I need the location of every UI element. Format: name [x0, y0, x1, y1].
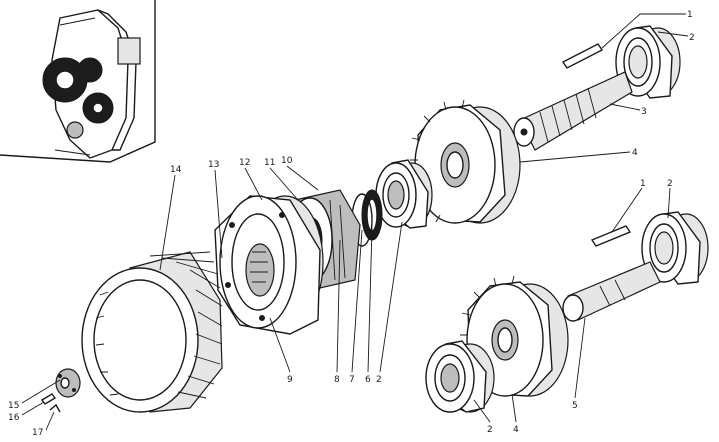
- roller-bearing-2-middle: [375, 159, 433, 229]
- callout-1-upper: 1: [687, 10, 693, 20]
- callout-17: 17: [32, 428, 43, 438]
- callout-9: 9: [287, 375, 293, 385]
- callout-4-upper: 4: [632, 148, 638, 158]
- flange-13: [214, 195, 324, 335]
- bolt-16: [40, 393, 57, 405]
- upper-shaft-assembly: [40, 25, 681, 413]
- callout-16: 16: [8, 413, 20, 423]
- callout-2-right: 2: [667, 179, 673, 189]
- roller-bearing-2-lower: [425, 340, 495, 413]
- splined-shaft-3: [513, 71, 633, 151]
- callout-8: 8: [334, 375, 340, 385]
- roller-bearing-2-upper: [615, 25, 681, 99]
- inset-frame: [0, 0, 156, 163]
- gearbox-housing-inset: [0, 0, 156, 163]
- spur-gear-4-upper: [410, 99, 521, 224]
- brake-drum-14: [81, 251, 223, 413]
- seal-rings-6-7: [351, 189, 383, 247]
- roller-bearing-2-right: [641, 211, 709, 285]
- callout-12: 12: [239, 158, 250, 168]
- key-1-lower: [590, 225, 632, 247]
- callout-2-lower: 2: [487, 425, 493, 435]
- callout-14: 14: [170, 165, 182, 175]
- callout-15: 15: [8, 401, 19, 411]
- callout-1-lower: 1: [640, 179, 646, 189]
- key-1-upper: [561, 43, 604, 69]
- callout-7: 7: [349, 375, 355, 385]
- callout-2-upper: 2: [689, 33, 695, 43]
- callout-3: 3: [641, 107, 647, 117]
- callout-5: 5: [572, 401, 578, 411]
- callout-6: 6: [365, 375, 371, 385]
- lower-shaft-assembly: [425, 211, 709, 413]
- callout-numbers: 1 2 3 4 1 2 14 13 12 11 10 9 8 7 6 2 2 4…: [8, 10, 695, 438]
- callout-11: 11: [264, 158, 275, 168]
- leader-lines: [21, 13, 689, 431]
- callout-13: 13: [208, 160, 219, 170]
- shaft-5: [562, 261, 661, 322]
- washer-17: [49, 403, 61, 413]
- callout-2-middle: 2: [376, 375, 382, 385]
- cap-15: [55, 368, 81, 398]
- callout-4-lower: 4: [513, 425, 519, 435]
- callout-10: 10: [281, 156, 293, 166]
